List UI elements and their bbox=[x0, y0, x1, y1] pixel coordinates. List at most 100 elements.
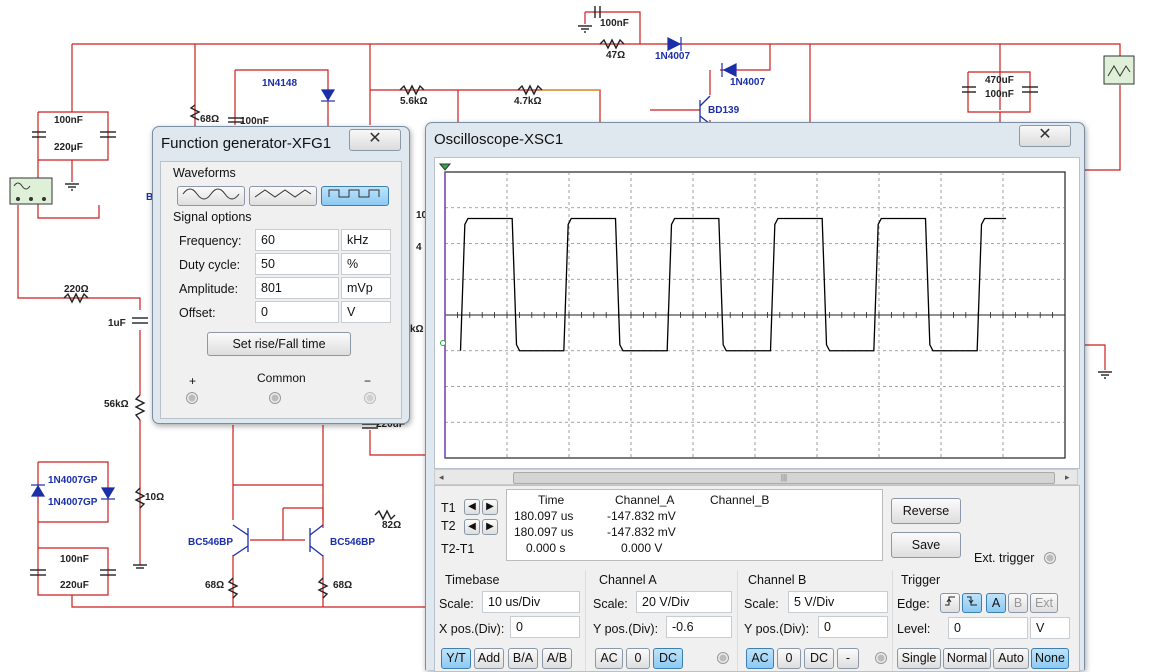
ab-mode-button[interactable]: A/B bbox=[542, 648, 572, 669]
label-d-1n4007gp-b: 1N4007GP bbox=[48, 497, 98, 508]
oscilloscope-title: Oscilloscope-XSC1 bbox=[434, 131, 564, 148]
label-partial-b: B bbox=[146, 192, 153, 203]
channel-a-scale-label: Scale: bbox=[593, 597, 628, 611]
waveform-triangle-button[interactable] bbox=[249, 186, 317, 206]
offset-unit[interactable]: V bbox=[341, 301, 391, 323]
label-partial-k: kΩ bbox=[410, 324, 424, 335]
duty-cycle-label: Duty cycle: bbox=[179, 258, 241, 272]
label-partial-4: 4 bbox=[416, 242, 422, 253]
minus-terminal-radio[interactable] bbox=[364, 392, 376, 404]
scope-scrollbar[interactable]: ◂ ||| ▸ bbox=[434, 469, 1078, 485]
t2-t1-time-value: 0.000 s bbox=[526, 541, 566, 555]
trigger-source-b-button[interactable]: B bbox=[1008, 593, 1028, 613]
duty-cycle-input[interactable]: 50 bbox=[255, 253, 339, 275]
channel-b-ypos-input[interactable]: 0 bbox=[818, 616, 888, 638]
channel-b-minus-button[interactable]: - bbox=[837, 648, 859, 669]
save-button[interactable]: Save bbox=[891, 532, 961, 558]
close-icon: ✕ bbox=[368, 130, 382, 147]
trigger-level-input[interactable]: 0 bbox=[948, 617, 1028, 639]
timebase-group: Timebase Scale: 10 us/Div X pos.(Div): 0… bbox=[435, 570, 586, 671]
timebase-scale-input[interactable]: 10 us/Div bbox=[482, 591, 580, 613]
ext-trigger-radio[interactable] bbox=[1044, 552, 1056, 564]
x-pos-input[interactable]: 0 bbox=[510, 616, 580, 638]
duty-cycle-unit: % bbox=[341, 253, 391, 275]
trigger-source-ext-button[interactable]: Ext bbox=[1030, 593, 1058, 613]
common-terminal-radio[interactable] bbox=[269, 392, 281, 404]
plus-terminal-radio[interactable] bbox=[186, 392, 198, 404]
readout-header-channel-b: Channel_B bbox=[710, 493, 770, 507]
offset-input[interactable]: 0 bbox=[255, 301, 339, 323]
scope-screen-frame bbox=[434, 157, 1080, 469]
channel-a-ypos-input[interactable]: -0.6 bbox=[666, 616, 732, 638]
channel-b-zero-button[interactable]: 0 bbox=[777, 648, 801, 669]
trigger-label: Trigger bbox=[901, 573, 941, 587]
readout-header-channel-a: Channel_A bbox=[615, 493, 675, 507]
ba-mode-button[interactable]: B/A bbox=[508, 648, 538, 669]
channel-b-ac-button[interactable]: AC bbox=[746, 648, 774, 669]
label-c-100nf-left: 100nF bbox=[54, 115, 83, 126]
trigger-single-button[interactable]: Single bbox=[897, 648, 941, 669]
scroll-right-icon[interactable]: ▸ bbox=[1065, 472, 1070, 482]
channel-b-dc-button[interactable]: DC bbox=[804, 648, 834, 669]
label-r-10: 10Ω bbox=[145, 492, 164, 503]
trigger-normal-button[interactable]: Normal bbox=[943, 648, 991, 669]
trigger-none-button[interactable]: None bbox=[1031, 648, 1069, 669]
label-r-68-b: 68Ω bbox=[333, 580, 352, 591]
waveform-square-button[interactable] bbox=[321, 186, 389, 206]
t2-t1-label: T2-T1 bbox=[441, 542, 475, 556]
channel-b-scale-input[interactable]: 5 V/Div bbox=[788, 591, 888, 613]
channel-b-radio[interactable] bbox=[875, 652, 887, 664]
t2-time-value: 180.097 us bbox=[514, 525, 574, 539]
channel-a-ac-button[interactable]: AC bbox=[595, 648, 623, 669]
label-r-47: 47Ω bbox=[606, 50, 625, 61]
fg-close-button[interactable]: ✕ bbox=[349, 129, 401, 151]
label-c-100nf-mid: 100nF bbox=[240, 116, 269, 127]
frequency-unit[interactable]: kHz bbox=[341, 229, 391, 251]
trigger-level-unit[interactable]: V bbox=[1030, 617, 1070, 639]
label-c-100nf-right: 100nF bbox=[985, 89, 1014, 100]
channel-a-dc-button[interactable]: DC bbox=[653, 648, 683, 669]
add-mode-button[interactable]: Add bbox=[474, 648, 504, 669]
reverse-button[interactable]: Reverse bbox=[891, 498, 961, 524]
t1-time-value: 180.097 us bbox=[514, 509, 574, 523]
scrollbar-thumb[interactable]: ||| bbox=[513, 472, 1055, 484]
label-r-56k: 56kΩ bbox=[104, 399, 129, 410]
amplitude-unit[interactable]: mVp bbox=[341, 277, 391, 299]
label-r-68-a: 68Ω bbox=[205, 580, 224, 591]
frequency-input[interactable]: 60 bbox=[255, 229, 339, 251]
t1-right-arrow-button[interactable]: ▶ bbox=[482, 499, 498, 515]
trigger-group: Trigger Edge: A B Ext Level: 0 V Single … bbox=[895, 570, 1077, 671]
channel-b-ypos-label: Y pos.(Div): bbox=[744, 622, 810, 636]
sine-wave-icon bbox=[182, 188, 240, 200]
yt-mode-button[interactable]: Y/T bbox=[441, 648, 471, 669]
cursor-marker-icon bbox=[438, 163, 452, 171]
channel-a-group: Channel A Scale: 20 V/Div Y pos.(Div): -… bbox=[589, 570, 738, 671]
waveform-sine-button[interactable] bbox=[177, 186, 245, 206]
t2-left-arrow-button[interactable]: ◀ bbox=[464, 519, 480, 535]
t1-left-arrow-button[interactable]: ◀ bbox=[464, 499, 480, 515]
label-r-4k7: 4.7kΩ bbox=[514, 96, 541, 107]
trigger-auto-button[interactable]: Auto bbox=[993, 648, 1029, 669]
channel-a-scale-input[interactable]: 20 V/Div bbox=[636, 591, 732, 613]
amplitude-input[interactable]: 801 bbox=[255, 277, 339, 299]
label-d-1n4148: 1N4148 bbox=[262, 78, 297, 89]
function-generator-icon[interactable] bbox=[9, 177, 53, 205]
label-partial-220uf: 220uF bbox=[376, 419, 405, 430]
label-c-100nf-top: 100nF bbox=[600, 18, 629, 29]
label-r-220: 220Ω bbox=[64, 284, 89, 295]
label-c-1uf: 1uF bbox=[108, 318, 126, 329]
close-icon: ✕ bbox=[1038, 126, 1052, 143]
trigger-source-a-button[interactable]: A bbox=[986, 593, 1006, 613]
channel-a-radio[interactable] bbox=[717, 652, 729, 664]
scroll-left-icon[interactable]: ◂ bbox=[439, 472, 444, 482]
set-rise-fall-button[interactable]: Set rise/Fall time bbox=[207, 332, 351, 356]
rising-edge-button[interactable] bbox=[940, 593, 960, 613]
osc-close-button[interactable]: ✕ bbox=[1019, 125, 1071, 147]
t2-right-arrow-button[interactable]: ▶ bbox=[482, 519, 498, 535]
label-c-220uf-left: 220μF bbox=[54, 142, 83, 153]
falling-edge-button[interactable] bbox=[962, 593, 982, 613]
channel-a-zero-button[interactable]: 0 bbox=[626, 648, 650, 669]
label-c-220uf-bot: 220uF bbox=[60, 580, 89, 591]
oscilloscope-icon[interactable] bbox=[1103, 55, 1135, 85]
label-q-bd139: BD139 bbox=[708, 105, 740, 116]
